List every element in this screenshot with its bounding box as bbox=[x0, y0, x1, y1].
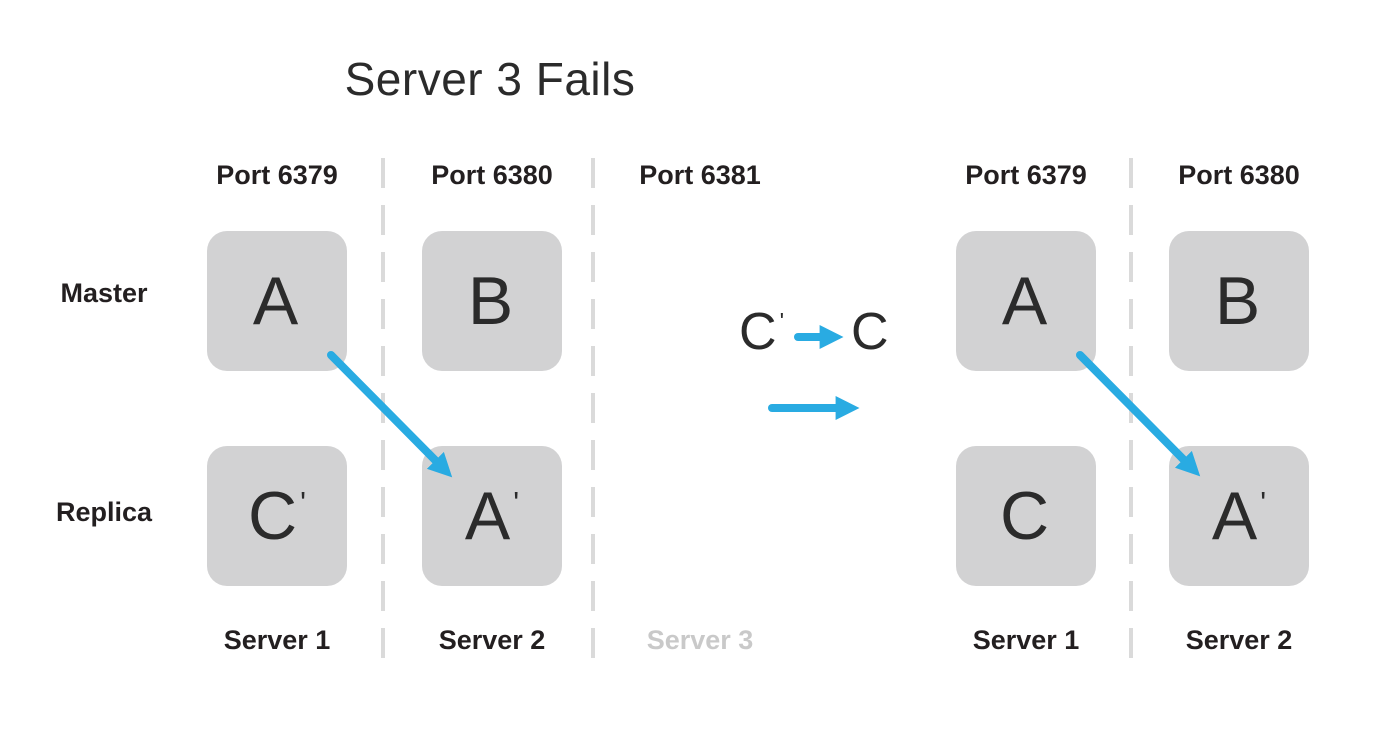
node-letter: A' bbox=[464, 478, 520, 554]
port-label: Port 6380 bbox=[431, 160, 553, 190]
column-divider bbox=[591, 158, 595, 660]
diagram-title: Server 3 Fails bbox=[344, 53, 636, 105]
column-divider bbox=[1129, 158, 1133, 660]
column-divider bbox=[381, 158, 385, 660]
node-box-replica-a-prime: A' bbox=[1169, 446, 1309, 586]
prime-mark: ' bbox=[1260, 486, 1267, 520]
node-letter: A' bbox=[1211, 478, 1267, 554]
node-letter: A bbox=[1001, 263, 1048, 339]
node-letter: C' bbox=[248, 478, 306, 554]
node-box-master-b: B bbox=[422, 231, 562, 371]
transition-to-label: C bbox=[851, 303, 889, 361]
node-box-master-a: A bbox=[956, 231, 1096, 371]
node-letter: B bbox=[467, 263, 514, 339]
prime-mark: ' bbox=[300, 486, 306, 520]
prime-mark: ' bbox=[779, 308, 785, 335]
row-label-replica: Replica bbox=[55, 497, 153, 527]
node-box-replica-a-prime: A' bbox=[422, 446, 562, 586]
node-box-replica-c: C bbox=[956, 446, 1096, 586]
server-label: Server 1 bbox=[223, 625, 331, 655]
server-label: Server 2 bbox=[1185, 625, 1293, 655]
node-letter: C bbox=[999, 478, 1050, 554]
port-label: Port 6381 bbox=[639, 160, 761, 190]
port-label: Port 6379 bbox=[216, 160, 338, 190]
node-letter: A bbox=[252, 263, 299, 339]
server-label-failed: Server 3 bbox=[646, 625, 754, 655]
node-letter: B bbox=[1214, 263, 1261, 339]
server-label: Server 2 bbox=[438, 625, 546, 655]
node-box-master-a: A bbox=[207, 231, 347, 371]
node-box-master-b: B bbox=[1169, 231, 1309, 371]
row-label-master: Master bbox=[60, 278, 148, 308]
port-label: Port 6379 bbox=[965, 160, 1087, 190]
prime-mark: ' bbox=[513, 486, 520, 520]
port-label: Port 6380 bbox=[1178, 160, 1300, 190]
node-box-replica-c-prime: C' bbox=[207, 446, 347, 586]
server-label: Server 1 bbox=[972, 625, 1080, 655]
transition-from-label: C' bbox=[739, 303, 785, 361]
